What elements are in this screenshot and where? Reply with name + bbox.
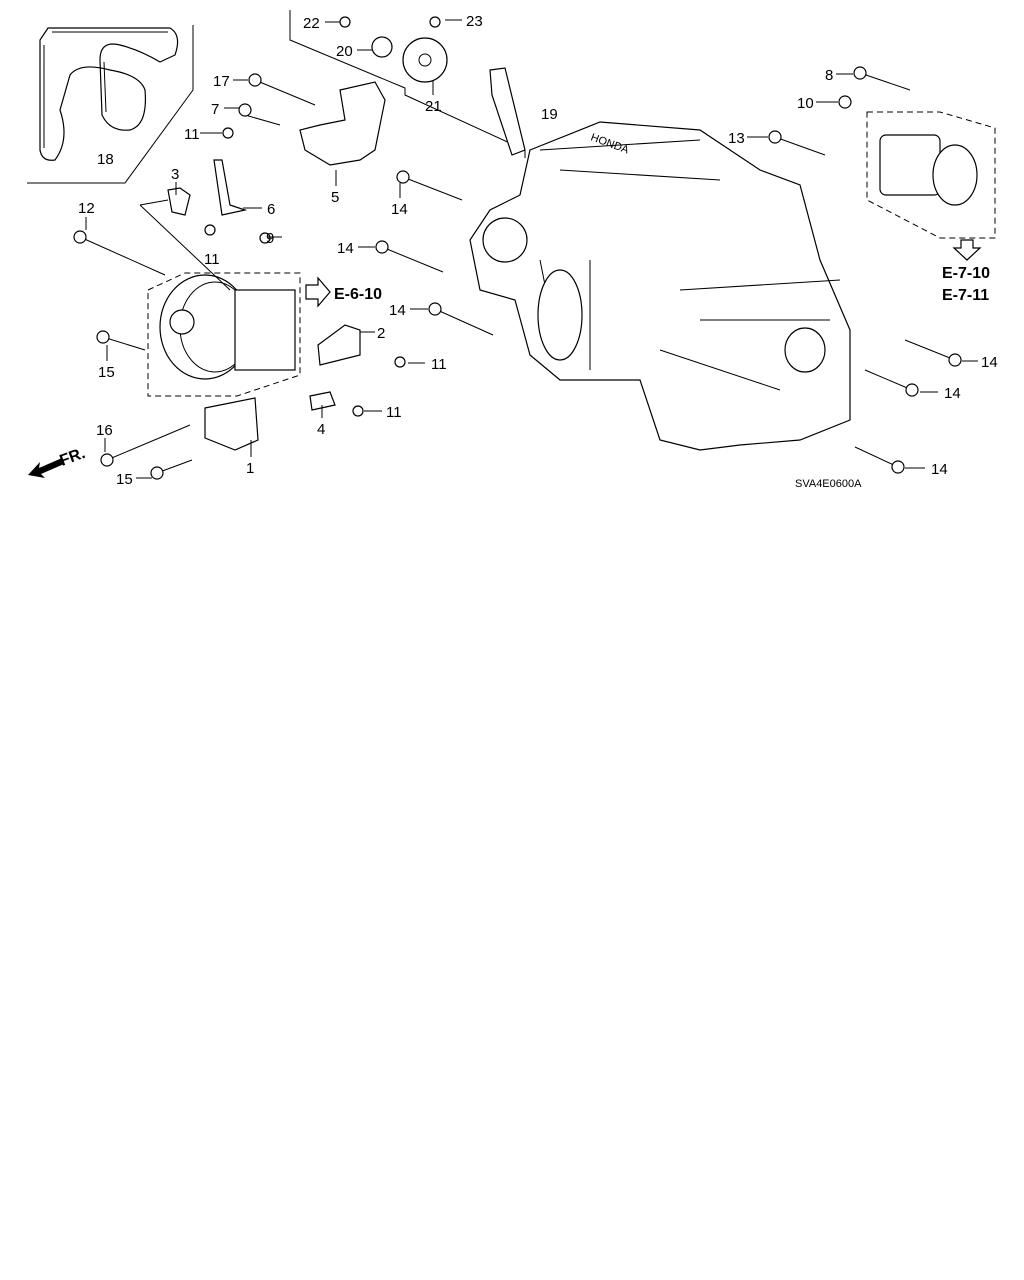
bracket-4 [309,391,336,411]
callout-23: 23 [466,13,483,30]
ref-arrow-e-7 [952,239,982,261]
ref-link-e-6-10[interactable]: E-6-10 [334,286,382,303]
alternator-dashed-box [147,272,301,397]
belt-inset [27,25,194,184]
idler-pulley [402,37,448,83]
callout-2: 2 [377,325,385,342]
bracket-3 [167,187,191,216]
callout-7: 7 [211,101,219,118]
callout-14: 14 [389,302,406,319]
leader-lines [85,19,978,479]
callout-19: 19 [541,106,558,123]
callout-10: 10 [797,95,814,112]
idler-cover [371,36,393,58]
callout-22: 22 [303,15,320,32]
callout-14: 14 [981,354,998,371]
callout-6: 6 [267,201,275,218]
ref-link-e-7-10[interactable]: E-7-10 [942,265,990,282]
callout-5: 5 [331,189,339,206]
bracket-6 [213,159,248,216]
callout-11: 11 [204,251,220,268]
callout-15: 15 [116,471,133,488]
callout-11: 11 [184,126,200,143]
callout-17: 17 [213,73,230,90]
front-indicator: FR. [58,445,88,470]
callout-8: 8 [825,67,833,84]
front-arrow-icon [28,458,64,478]
callout-11: 11 [431,356,447,373]
callout-14: 14 [944,385,961,402]
bracket-2 [317,324,361,366]
callout-15: 15 [98,364,115,381]
starter-motor [879,134,978,206]
callout-14: 14 [337,240,354,257]
callout-18: 18 [97,151,114,168]
callout-13: 13 [728,130,745,147]
idler-inset-outline [289,10,526,158]
engine-assembly: HONDA [469,121,851,451]
callout-9: 9 [266,230,274,247]
callout-4: 4 [317,421,325,438]
bracket-19 [489,67,526,156]
drive-belt [39,27,179,161]
alternator [159,274,296,380]
diagram-code: SVA4E0600A [795,478,862,490]
callout-21: 21 [425,98,442,115]
bracket-1 [204,397,259,451]
bolts [73,16,962,480]
ref-arrow-e-6-10 [305,276,331,308]
callout-14: 14 [391,201,408,218]
callout-11: 11 [386,404,402,421]
callouts: 18 22 20 23 21 19 17 7 11 5 3 6 11 12 9 … [78,13,998,488]
callout-20: 20 [336,43,353,60]
ref-link-e-7-11[interactable]: E-7-11 [942,287,989,304]
callout-16: 16 [96,422,113,439]
callout-12: 12 [78,200,95,217]
callout-3: 3 [171,166,179,183]
callout-1: 1 [246,460,254,477]
tensioner [299,81,386,166]
callout-14: 14 [931,461,948,478]
starter-dashed-box [866,111,996,239]
